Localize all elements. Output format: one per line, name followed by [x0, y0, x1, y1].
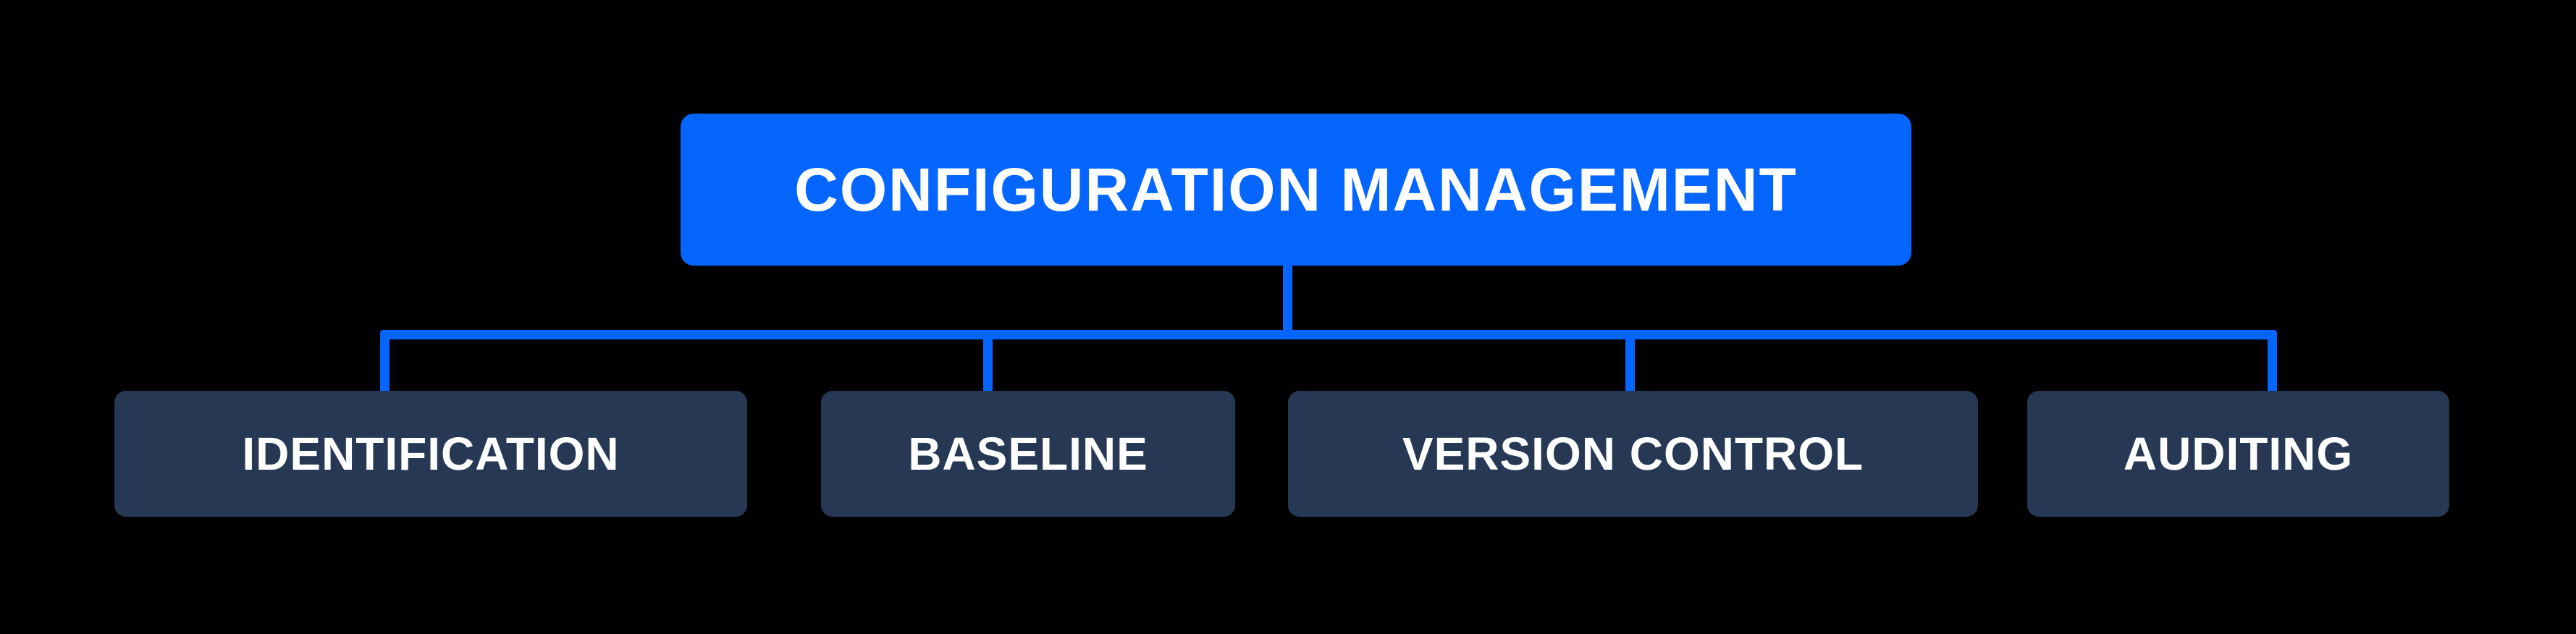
node-auditing: AUDITING — [2027, 391, 2449, 517]
connector-drop-auditing — [2268, 338, 2277, 391]
node-identification: IDENTIFICATION — [114, 391, 747, 517]
root-node-label: CONFIGURATION MANAGEMENT — [794, 155, 1798, 224]
connector-drop-identification — [380, 338, 390, 391]
node-auditing-label: AUDITING — [2123, 428, 2354, 480]
node-version-control-label: VERSION CONTROL — [1402, 428, 1864, 480]
node-version-control: VERSION CONTROL — [1288, 391, 1978, 517]
node-baseline-label: BASELINE — [908, 428, 1148, 480]
node-identification-label: IDENTIFICATION — [242, 428, 620, 480]
connector-root-stem — [1283, 265, 1292, 331]
node-baseline: BASELINE — [821, 391, 1235, 517]
connector-horizontal-bar — [380, 330, 2277, 339]
connector-drop-version-control — [1625, 338, 1635, 391]
connector-drop-baseline — [983, 338, 993, 391]
root-node-configuration-management: CONFIGURATION MANAGEMENT — [681, 114, 1911, 266]
